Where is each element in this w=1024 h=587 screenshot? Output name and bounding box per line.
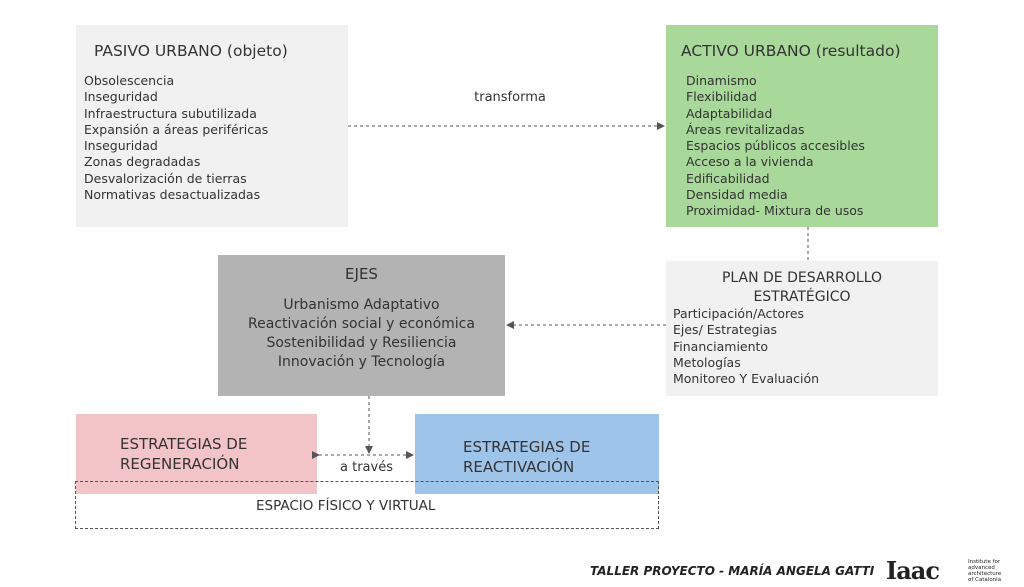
plan-item: Ejes/ Estrategias: [673, 322, 778, 338]
plan-title-line1: PLAN DE DESARROLLO: [721, 270, 883, 286]
regeneracion-text: ESTRATEGIAS DE REGENERACIÓN: [120, 434, 247, 474]
activo-item: Áreas revitalizadas: [686, 121, 805, 137]
activo-list: Dinamismo Flexibilidad Adaptabilidad Áre…: [686, 73, 865, 220]
pasivo-item: Desvalorización de tierras: [84, 170, 247, 186]
estrategias-reactivacion-box: ESTRATEGIAS DE REACTIVACIÓN: [415, 414, 659, 494]
activo-urbano-box: ACTIVO URBANO (resultado) Dinamismo Flex…: [666, 25, 938, 227]
activo-item: Flexibilidad: [686, 89, 757, 105]
pasivo-title-main: PASIVO URBANO: [94, 42, 222, 60]
pasivo-urbano-box: PASIVO URBANO (objeto) Obsolescencia Ins…: [76, 25, 348, 227]
pasivo-item: Infraestructura subutilizada: [84, 105, 257, 121]
regeneracion-line2: REGENERACIÓN: [120, 455, 240, 473]
reactivacion-text: ESTRATEGIAS DE REACTIVACIÓN: [463, 437, 590, 477]
plan-item: Monitoreo Y Evaluación: [673, 371, 820, 387]
a-traves-label: a través: [340, 460, 393, 475]
ejes-list: Urbanismo Adaptativo Reactivación social…: [218, 296, 505, 372]
pasivo-item: Inseguridad: [84, 138, 158, 154]
pasivo-list: Obsolescencia Inseguridad Infraestructur…: [84, 73, 268, 203]
ejes-item: Innovación y Tecnología: [277, 354, 446, 370]
footer-prefix: TALLER PROYECTO -: [590, 564, 725, 578]
pasivo-item: Expansión a áreas periféricas: [84, 121, 269, 137]
ejes-item: Sostenibilidad y Resiliencia: [266, 335, 457, 351]
plan-list: Participación/Actores Ejes/ Estrategias …: [673, 306, 819, 387]
ejes-box: EJES Urbanismo Adaptativo Reactivación s…: [218, 255, 505, 396]
reactivacion-line2: REACTIVACIÓN: [463, 458, 575, 476]
activo-item: Edificabilidad: [686, 170, 770, 186]
logo-sub-line: of Catalonia: [968, 577, 1002, 583]
pasivo-item: Normativas desactualizadas: [84, 187, 261, 203]
pasivo-item: Inseguridad: [84, 89, 158, 105]
pasivo-item: Obsolescencia: [84, 73, 175, 88]
activo-item: Espacios públicos accesibles: [686, 138, 865, 154]
plan-item: Participación/Actores: [673, 306, 805, 321]
logo-sub-line: architecture: [968, 571, 1002, 577]
transforma-label: transforma: [474, 90, 546, 105]
espacio-label: ESPACIO FÍSICO Y VIRTUAL: [256, 498, 436, 514]
logo-sub-line: advanced: [968, 565, 995, 571]
pasivo-item: Zonas degradadas: [84, 154, 201, 170]
activo-item: Densidad media: [686, 187, 788, 203]
espacio-fisico-virtual-box: ESPACIO FÍSICO Y VIRTUAL: [75, 481, 659, 529]
iaac-logo: Iaac: [886, 556, 940, 585]
activo-item: Adaptabilidad: [686, 105, 773, 121]
plan-desarrollo-box: PLAN DE DESARROLLO ESTRATÉGICO Participa…: [666, 261, 938, 396]
pasivo-title-sub: (objeto): [226, 42, 288, 60]
regeneracion-line1: ESTRATEGIAS DE: [120, 435, 248, 453]
plan-title-line2: ESTRATÉGICO: [753, 289, 851, 305]
activo-title: ACTIVO URBANO (resultado): [681, 42, 901, 60]
pasivo-title: PASIVO URBANO (objeto): [94, 42, 288, 60]
activo-item: Dinamismo: [686, 73, 757, 88]
ejes-title: EJES: [345, 265, 378, 283]
ejes-item: Reactivación social y económica: [248, 316, 475, 332]
logo-sub-line: Institute for: [968, 559, 1001, 565]
ejes-item: Urbanismo Adaptativo: [283, 297, 440, 313]
plan-item: Metologías: [673, 354, 741, 370]
activo-item: Acceso a la vivienda: [686, 154, 814, 170]
footer-author: MARÍA ANGELA GATTI: [728, 564, 875, 578]
activo-item: Proximidad- Mixtura de usos: [686, 203, 864, 219]
iaac-logo-subtitle: Institute for advanced architecture of C…: [968, 559, 1001, 583]
estrategias-regeneracion-box: ESTRATEGIAS DE REGENERACIÓN: [76, 414, 317, 494]
footer-credit: TALLER PROYECTO - MARÍA ANGELA GATTI: [590, 564, 874, 578]
reactivacion-line1: ESTRATEGIAS DE: [463, 438, 591, 456]
plan-title: PLAN DE DESARROLLO ESTRATÉGICO: [666, 269, 938, 307]
plan-item: Financiamiento: [673, 338, 769, 354]
